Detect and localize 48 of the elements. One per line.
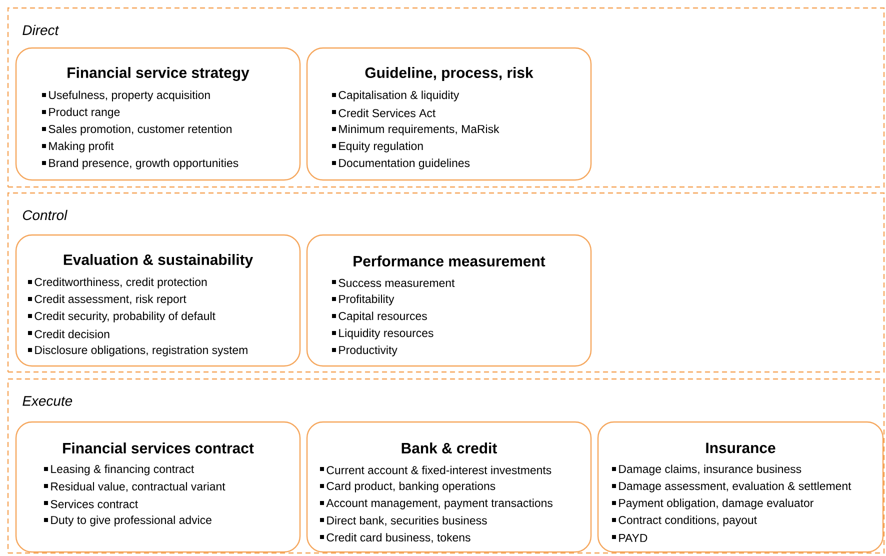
list-item: Damage claims, insurance business (612, 464, 802, 476)
box-heading: Bank & credit (402, 442, 497, 454)
list-item: Credit card business, tokens (320, 533, 470, 543)
list-item: Account management, payment transactions (320, 498, 552, 510)
list-item: Minimum requirements, MaRisk (332, 124, 500, 136)
list-item: Damage assessment, evaluation & settlement (612, 482, 852, 492)
list-item: Capitalisation & liquidity (332, 90, 460, 102)
list-item: Credit Services Act (332, 108, 436, 118)
rounded-box (15, 47, 301, 181)
list-item: Leasing & financing contract (44, 464, 194, 476)
list-item: Disclosure obligations, registration system (28, 346, 248, 356)
list-item: Sales promotion, customer retention (42, 124, 232, 136)
box-heading: Insurance (706, 442, 776, 454)
box-heading: Evaluation & sustainability (64, 254, 253, 268)
list-item: PAYD (612, 534, 648, 542)
list-item: Product range (42, 108, 120, 118)
list-item: Services contract (44, 500, 138, 508)
rounded-box (15, 421, 301, 553)
box-heading: Financial services contract (63, 442, 254, 454)
list-item: Credit decision (28, 330, 110, 338)
list-item: Liquidity resources (332, 328, 434, 340)
list-item: Productivity (332, 346, 398, 356)
list-item: Profitability (332, 294, 394, 306)
rounded-box (306, 234, 592, 367)
list-item: Duty to give professional advice (44, 516, 212, 526)
list-item: Usefulness, property acquisition (42, 90, 210, 102)
box-heading: Performance measurement (354, 256, 546, 266)
list-item: Credit assessment, risk report (28, 294, 186, 306)
list-item: Equity regulation (332, 142, 423, 152)
list-item: Making profit (42, 142, 114, 152)
list-item: Creditworthiness, credit protection (28, 278, 207, 288)
rounded-box (15, 234, 301, 367)
list-item: Contract conditions, payout (612, 516, 757, 526)
list-item: Documentation guidelines (332, 158, 470, 170)
rounded-box (306, 421, 592, 553)
list-item: Card product, banking operations (320, 482, 496, 492)
list-item: Capital resources (332, 312, 427, 322)
list-item: Payment obligation, damage evaluator (612, 498, 814, 510)
list-item: Success measurement (332, 278, 455, 288)
rounded-box (597, 421, 884, 553)
box-heading: Guideline, process, risk (365, 67, 534, 81)
list-item: Current account & fixed-interest investments (320, 466, 552, 474)
list-item: Brand presence, growth opportunities (42, 158, 238, 170)
list-item: Credit security, probability of default (28, 312, 216, 322)
box-heading: Financial service strategy (68, 67, 250, 81)
rounded-box (306, 47, 592, 181)
list-item: Residual value, contractual variant (44, 482, 226, 492)
list-item: Direct bank, securities business (320, 516, 487, 526)
